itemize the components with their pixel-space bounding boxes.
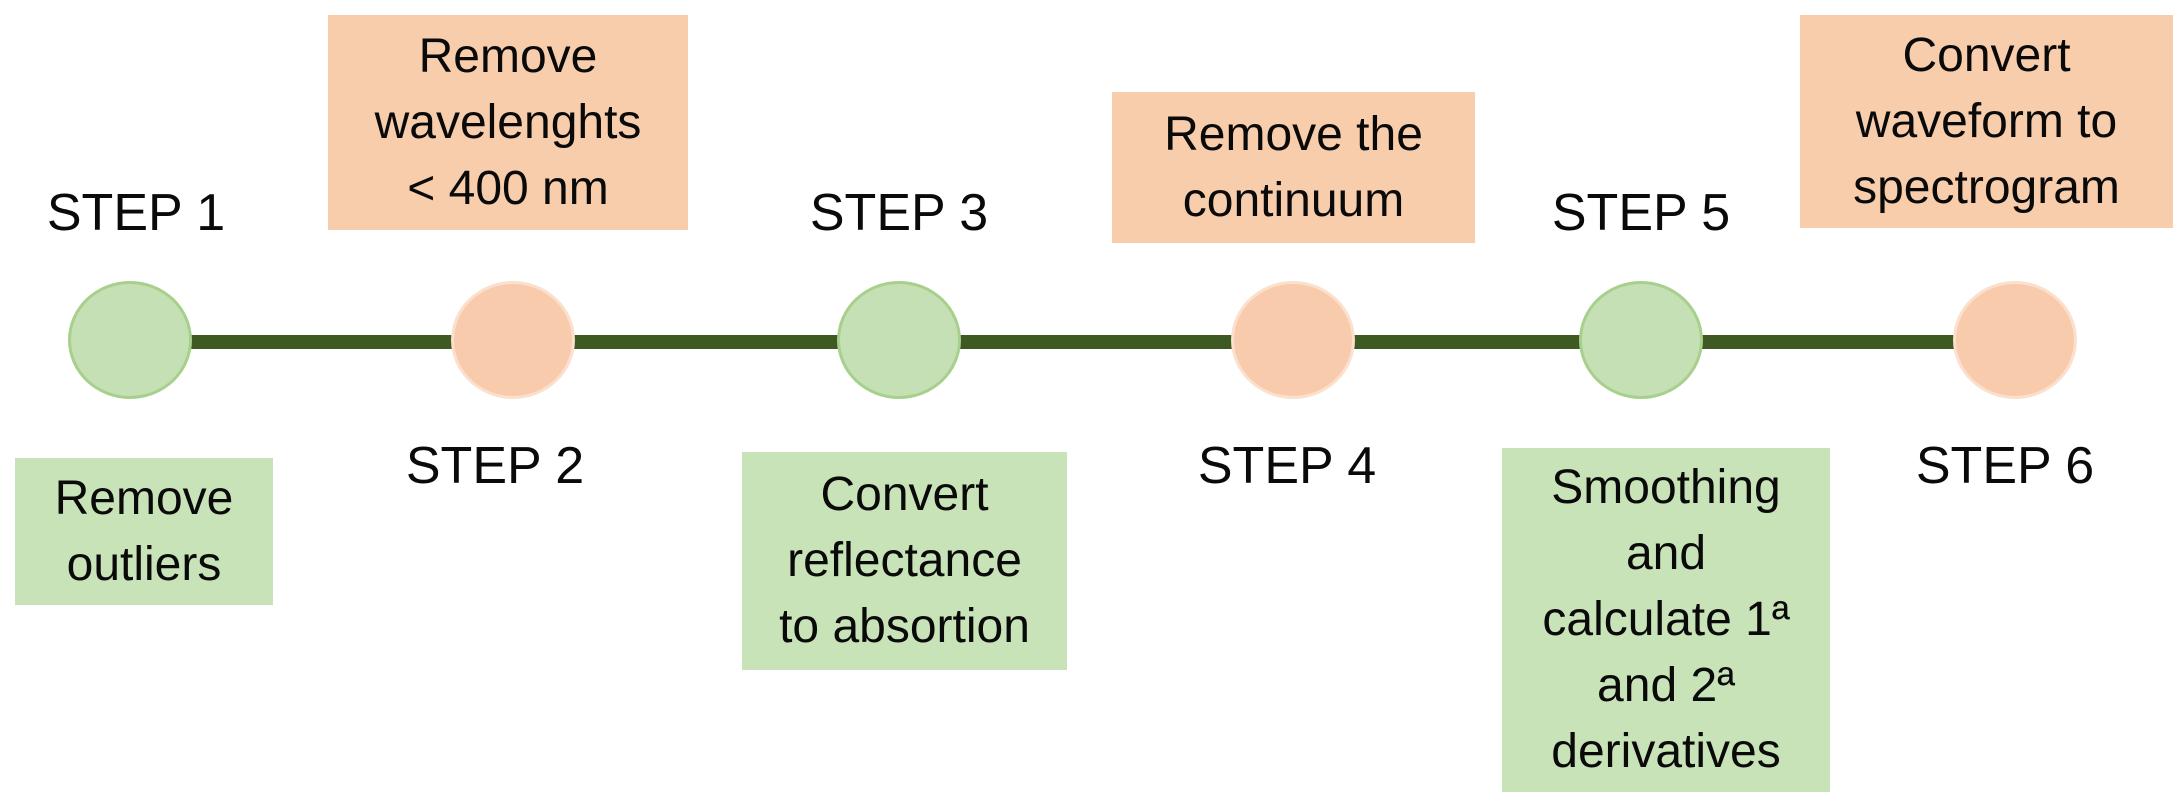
step-2-circle	[451, 281, 575, 399]
step-1-label: STEP 1	[46, 184, 226, 242]
step-3-circle	[837, 281, 961, 399]
step-6-note-box: Convert waveform to spectrogram	[1800, 15, 2173, 228]
step-4-circle	[1231, 281, 1355, 399]
step-4-label: STEP 4	[1197, 437, 1377, 495]
step-5-note-box: Smoothing and calculate 1ª and 2ª deriva…	[1502, 448, 1830, 792]
step-3-label: STEP 3	[809, 184, 989, 242]
step-5-circle	[1579, 281, 1703, 399]
step-6-label: STEP 6	[1915, 437, 2095, 495]
timeline-line	[130, 335, 2015, 349]
step-1-circle	[68, 281, 192, 399]
step-1-note-box: Remove outliers	[15, 458, 273, 605]
step-2-note-box: Remove wavelenghts < 400 nm	[328, 15, 688, 230]
step-4-note-box: Remove the continuum	[1112, 92, 1475, 243]
step-2-label: STEP 2	[405, 437, 585, 495]
step-5-label: STEP 5	[1551, 184, 1731, 242]
step-6-circle	[1953, 281, 2077, 399]
step-3-note-box: Convert reflectance to absortion	[742, 452, 1067, 670]
